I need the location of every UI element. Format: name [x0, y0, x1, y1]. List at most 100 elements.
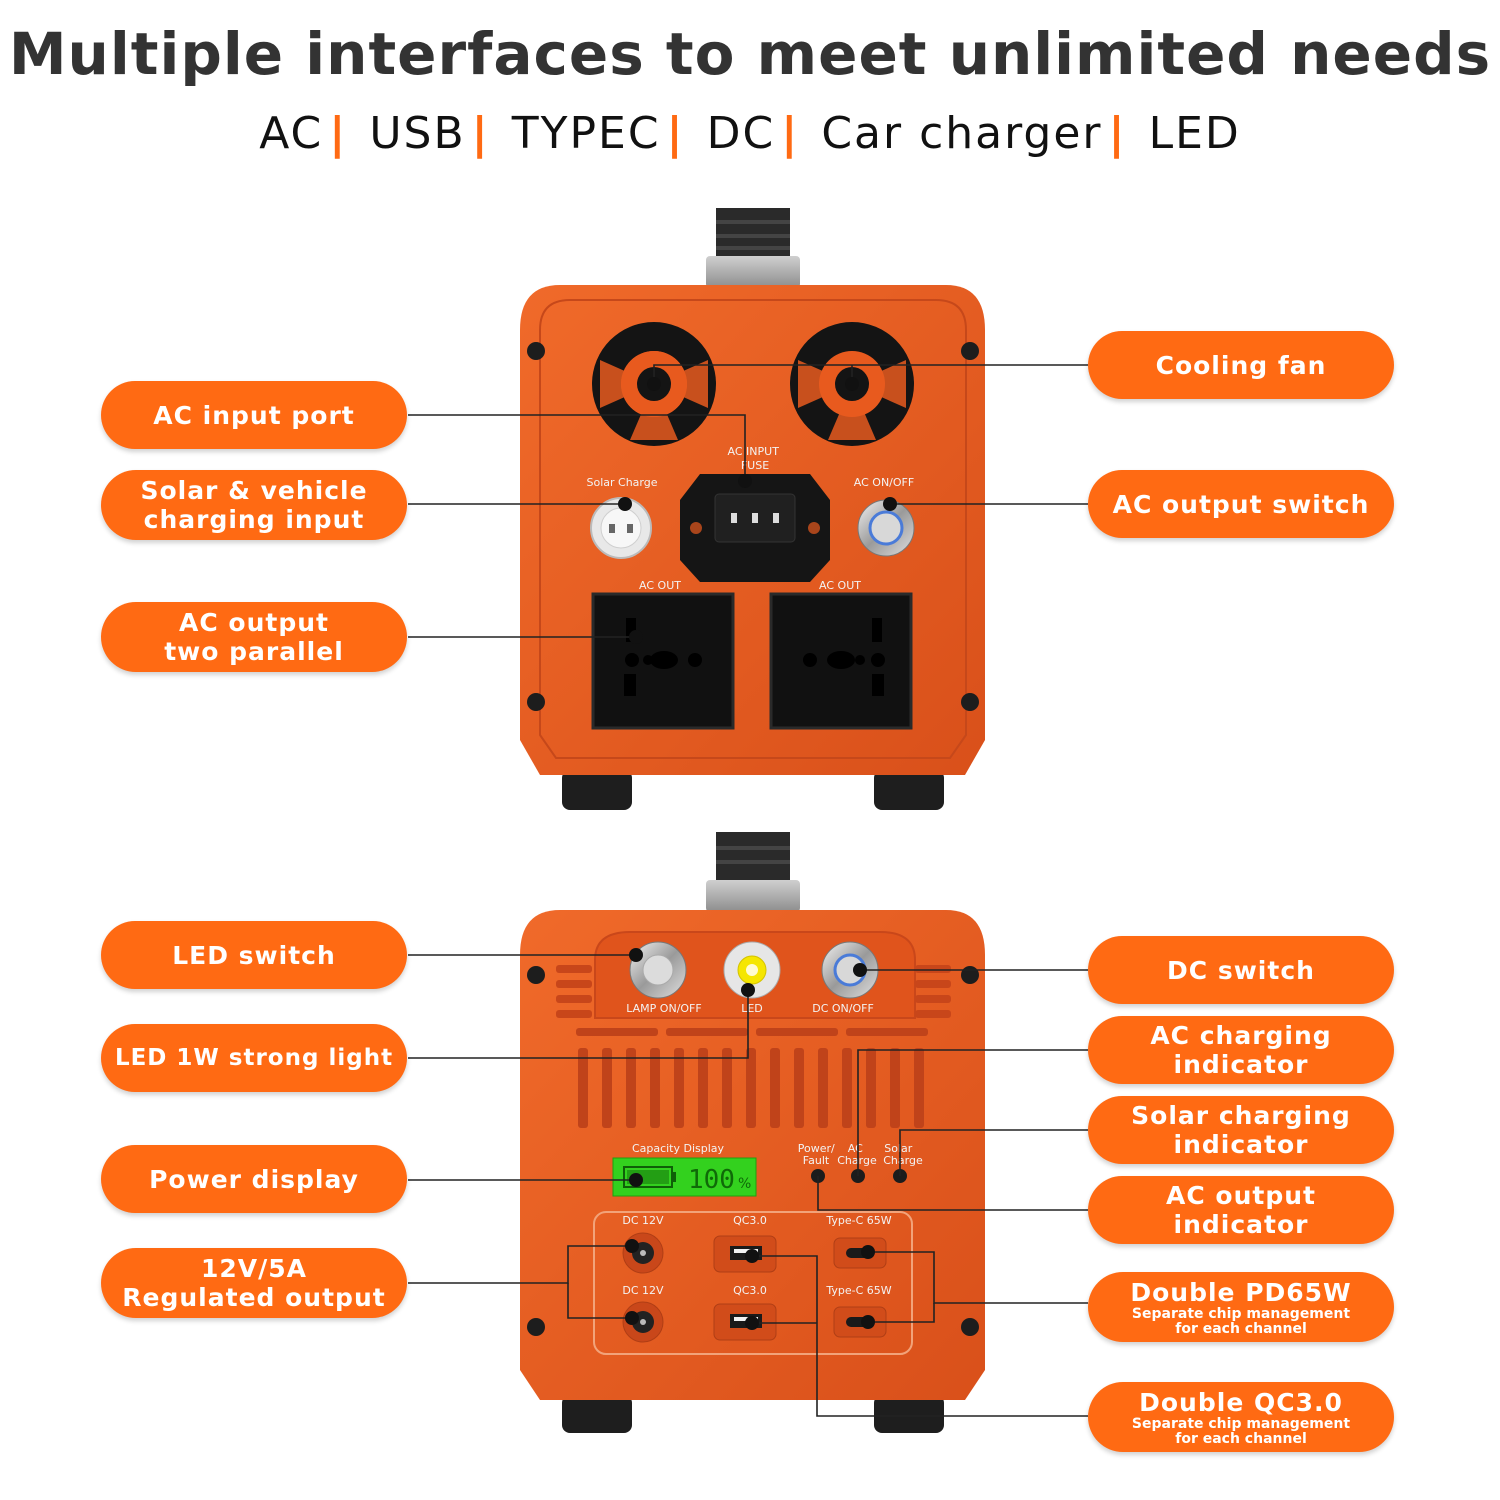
leader-dot — [845, 377, 859, 391]
dc-12v-bottom-label: DC 12V — [622, 1284, 664, 1297]
callout-ac-output-parallel: AC output two parallel — [101, 602, 407, 672]
qc-top-label: QC3.0 — [733, 1214, 767, 1227]
leader-double-pd65w-branch — [868, 1303, 935, 1323]
leader-dot — [618, 497, 632, 511]
leader-led-light — [408, 990, 749, 1059]
leader-double-pd65w — [868, 1251, 1088, 1304]
leader-solar-charging-indicator — [899, 1129, 1088, 1176]
separator: | — [1108, 108, 1127, 159]
screw — [527, 693, 545, 711]
callout-solar-vehicle-input: Solar & vehicle charging input — [101, 470, 407, 540]
callout-solar-charging-indicator: Solar charging indicator — [1088, 1096, 1394, 1164]
leader-dot — [647, 377, 661, 391]
led-label: LED — [741, 1002, 763, 1015]
leader-dot — [629, 1173, 643, 1187]
leader-ac-charging-indicator — [857, 1049, 1088, 1176]
callout-title: Double QC3.0 — [1139, 1387, 1343, 1417]
callout-title: LED 1W strong light — [114, 1044, 394, 1071]
output-panel — [593, 1211, 913, 1355]
callout-title: Double PD65W — [1130, 1277, 1352, 1307]
interface-led: LED — [1148, 108, 1241, 159]
leader-dot — [883, 497, 897, 511]
port-screw — [808, 522, 820, 534]
dc-port-pin — [640, 1319, 646, 1325]
screw — [961, 693, 979, 711]
switch-cap — [642, 954, 674, 986]
power-fault-label: Power/ Fault — [798, 1142, 838, 1167]
capacity-unit: % — [738, 1176, 751, 1192]
ac-charge-line: Charge — [837, 1154, 877, 1167]
callout-subtitle: Separate chip management for each channe… — [1131, 1305, 1351, 1337]
foot — [562, 770, 632, 810]
callout-title: Cooling fan — [1155, 350, 1327, 380]
callout-title: AC charging indicator — [1150, 1021, 1332, 1079]
handle-ridge — [716, 234, 790, 238]
solar-charge-line: Solar — [884, 1142, 913, 1155]
pin — [773, 513, 779, 523]
bottom-unit: LAMP ON/OFF LED DC ON/OFF — [520, 832, 985, 1433]
capacity-display-label: Capacity Display — [632, 1142, 725, 1155]
callout-ac-input-port: AC input port — [101, 381, 407, 449]
ac-charge-label: AC Charge — [837, 1142, 877, 1167]
power-fault-line: Power/ — [798, 1142, 835, 1155]
callout-title: LED switch — [172, 940, 336, 970]
callout-title: AC input port — [153, 400, 355, 430]
pin — [609, 524, 615, 533]
led-core — [746, 964, 758, 976]
callout-regulated-output: 12V/5A Regulated output — [101, 1248, 407, 1318]
side-vents — [556, 965, 951, 1018]
callout-title: DC switch — [1167, 955, 1315, 985]
typec-top-label: Type-C 65W — [825, 1214, 891, 1227]
handle-ridge — [716, 220, 790, 224]
handle-ridge — [716, 246, 790, 250]
handle-ridge — [716, 846, 790, 850]
callout-ac-output-indicator: AC output indicator — [1088, 1176, 1394, 1244]
handle-grip — [716, 208, 790, 258]
callout-subtitle: Separate chip management for each channe… — [1131, 1415, 1351, 1447]
switch-ring — [868, 510, 904, 546]
lamp-onoff-label: LAMP ON/OFF — [626, 1002, 701, 1015]
interface-typec: TYPEC — [511, 108, 661, 159]
leader-dot — [861, 1315, 875, 1329]
qc-bottom-label: QC3.0 — [733, 1284, 767, 1297]
callout-led-switch: LED switch — [101, 921, 407, 989]
battery-tip — [672, 1172, 676, 1182]
interface-usb: USB — [369, 108, 466, 159]
dc-port-pin — [640, 1250, 646, 1256]
leader-dot — [625, 1239, 639, 1253]
leader-ac-input-port — [408, 414, 746, 481]
leader-dot — [629, 630, 643, 644]
screw — [961, 342, 979, 360]
leader-dots — [618, 377, 897, 1330]
handle-grip — [716, 832, 790, 882]
solar-charge-label: Solar Charge — [586, 476, 657, 489]
vertical-vents — [578, 1048, 924, 1128]
leader-dot — [853, 963, 867, 977]
leader-dot — [745, 1316, 759, 1330]
screw — [961, 966, 979, 984]
callout-double-qc30: Double QC3.0 Separate chip management fo… — [1088, 1382, 1394, 1452]
callout-title: 12V/5A Regulated output — [122, 1254, 386, 1312]
pin — [752, 513, 758, 523]
ac-input-label-line: AC INPUT — [728, 445, 780, 458]
interface-list: AC| USB| TYPEC| DC| Car charger| LED — [0, 108, 1500, 159]
screw — [527, 966, 545, 984]
callout-title: Solar charging indicator — [1131, 1101, 1351, 1159]
leader-dot — [861, 1245, 875, 1259]
callout-ac-output-switch: AC output switch — [1088, 470, 1394, 538]
foot — [562, 1395, 632, 1433]
solar-charge-ind-label: Solar Charge — [883, 1142, 923, 1167]
foot — [874, 770, 944, 810]
ac-out-socket-left — [591, 592, 735, 730]
callout-title: AC output two parallel — [164, 608, 344, 666]
leader-double-qc30 — [752, 1255, 1088, 1417]
page-title: Multiple interfaces to meet unlimited ne… — [8, 20, 1492, 88]
solar-charge-line: Charge — [883, 1154, 923, 1167]
callout-cooling-fan: Cooling fan — [1088, 331, 1394, 399]
ac-out-left-label: AC OUT — [639, 579, 681, 592]
solar-port-inner — [600, 507, 642, 549]
ac-out-right-label: AC OUT — [819, 579, 861, 592]
ac-out-socket-right — [769, 592, 913, 730]
ac-charge-line: AC — [848, 1142, 863, 1155]
pin — [731, 513, 737, 523]
